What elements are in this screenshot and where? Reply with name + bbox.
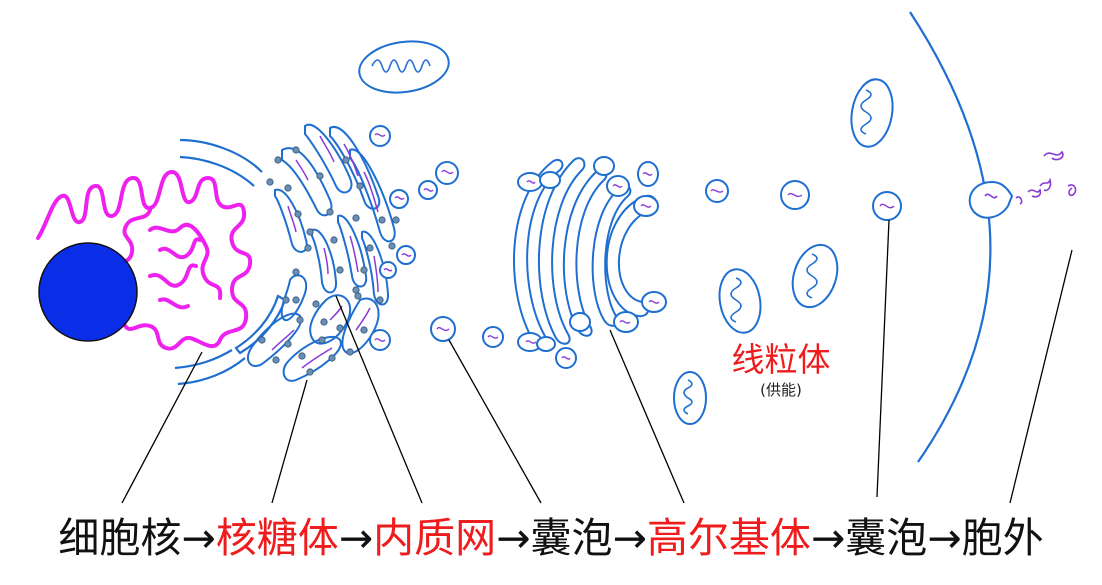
er-proteins (271, 135, 379, 369)
step-endoplasmic-reticulum: 内质网 (373, 514, 497, 562)
arrow-1: → (181, 514, 216, 562)
arrow-2: → (338, 514, 374, 562)
step-ribosome: 核糖体 (215, 514, 339, 562)
mitochondrion-label: 线粒体 (供能) (726, 340, 836, 400)
step-vesicle-2: 囊泡 (845, 514, 928, 562)
vesicle-cargo (374, 133, 895, 360)
arrow-4: → (612, 514, 647, 562)
plasma-membrane (909, 11, 992, 463)
arrow-6: → (927, 514, 962, 562)
arrow-5: → (810, 514, 846, 562)
mitochondrion-name: 线粒体 (731, 340, 831, 379)
nucleus (38, 242, 138, 342)
arrow-3: → (496, 514, 531, 562)
mitochondria-cristae (371, 59, 872, 415)
step-extracellular: 胞外 (961, 514, 1044, 562)
mitochondrion-function: (供能) (760, 381, 802, 399)
exocytosis-vesicle (968, 180, 1014, 219)
nuclear-envelope (174, 138, 287, 386)
leader-lines (121, 219, 1073, 504)
chromatin-loops (148, 222, 223, 310)
step-golgi: 高尔基体 (646, 514, 811, 562)
step-vesicle-1: 囊泡 (530, 514, 613, 562)
secretion-pathway-caption: 细胞核→核糖体→内质网→囊泡→高尔基体→囊泡→胞外 (0, 510, 1102, 566)
mitochondria (358, 40, 894, 425)
step-nucleus: 细胞核 (58, 514, 182, 562)
secreted-proteins (984, 150, 1077, 205)
